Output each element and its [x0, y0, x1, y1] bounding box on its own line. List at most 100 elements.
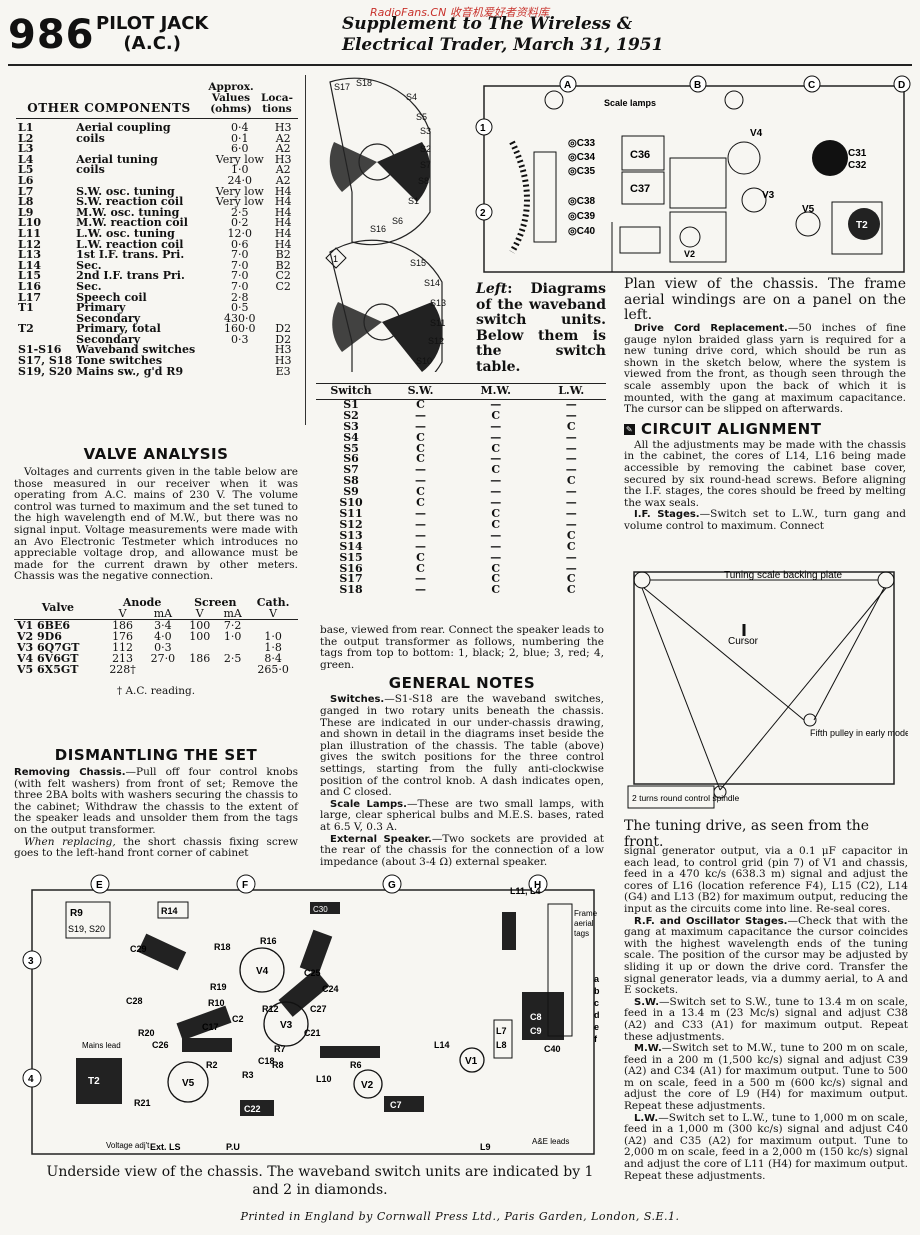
svg-text:R16: R16	[260, 936, 277, 946]
header-rule	[8, 64, 912, 66]
circuit-alignment-heading: CIRCUIT ALIGNMENT	[641, 419, 822, 438]
switch-state: —	[565, 485, 577, 499]
svg-text:b: b	[594, 986, 600, 996]
cursor-label: Cursor	[728, 636, 759, 647]
component-location: D2	[275, 322, 292, 336]
mw-label: M.W.	[634, 1043, 662, 1055]
switch-id: S11	[339, 506, 363, 520]
publication-line2: Electrical Trader, March 31, 1951	[342, 35, 664, 55]
svg-text:L7: L7	[496, 1026, 507, 1036]
rf-osc-text: —Check that with the gang at maximum cap…	[624, 914, 908, 997]
publication-line1: Supplement to The Wireless &	[342, 14, 633, 34]
valve-reading: 186	[189, 651, 211, 665]
component-ref: L1	[18, 121, 34, 134]
switch-state: C	[491, 561, 501, 575]
component-location: B2	[275, 258, 291, 272]
switch-state: C	[566, 572, 576, 586]
component-ref: S1-S16	[18, 343, 62, 357]
switch-state: —	[565, 506, 577, 520]
component-ref: L13	[18, 248, 42, 262]
valve-footnote: † A.C. reading.	[116, 684, 196, 697]
switch-state: —	[565, 550, 577, 564]
component-ref: L6	[18, 173, 34, 187]
component-value: 0·2	[231, 216, 249, 230]
component-location: A2	[275, 131, 291, 145]
svg-text:V5: V5	[182, 1078, 195, 1089]
switch-id: S3	[343, 419, 359, 433]
switch-state: C	[566, 528, 576, 542]
component-value: Very low	[215, 152, 264, 166]
switch-diagrams-caption: Left: Diagrams of the waveband switch un…	[476, 281, 606, 375]
mw-text: —Switch set to M.W., tune to 200 m on sc…	[624, 1042, 908, 1113]
component-ref: L11	[18, 226, 42, 240]
set-title-line1: PILOT JACK	[96, 13, 209, 34]
svg-text:R10: R10	[208, 998, 225, 1008]
svg-text:C31: C31	[848, 148, 867, 159]
component-name: Secondary	[76, 332, 141, 346]
middle-column-text: base, viewed from rear. Connect the spea…	[320, 624, 604, 868]
svg-text:3: 3	[28, 956, 34, 967]
svg-text:C7: C7	[390, 1100, 402, 1110]
svg-text:A: A	[564, 80, 571, 91]
valve-reading: 7·2	[223, 618, 242, 632]
right-column-top: Drive Cord Replacement.—50 inches of fin…	[624, 322, 906, 533]
switch-state: C	[491, 583, 501, 597]
component-location	[268, 293, 298, 304]
svg-text:L9: L9	[480, 1142, 491, 1152]
component-location: A2	[275, 173, 291, 187]
svg-text:C40: C40	[544, 1044, 561, 1054]
ext-speaker-label: External Speaker.	[330, 833, 432, 845]
svg-text:P.U: P.U	[226, 1142, 240, 1152]
component-ref: L15	[18, 269, 42, 283]
switch-state: —	[415, 572, 427, 586]
col-values: Approx. Values (ohms)	[208, 81, 254, 115]
svg-text:G: G	[388, 880, 396, 891]
plan-view-drawing: A B C D 1 2 Scale lamps ◎C33◎C34◎C35 ◎C3…	[475, 75, 911, 273]
switches-label: Switches.	[330, 694, 385, 706]
component-ref: S17, S18	[18, 354, 73, 368]
removing-chassis-text: —Pull off four control knobs (with felt …	[14, 766, 298, 836]
underside-chassis-outline	[31, 889, 595, 1155]
other-components: OTHER COMPONENTS Approx. Values (ohms) L…	[16, 82, 298, 377]
switch-state: —	[415, 583, 427, 597]
svg-text:L10: L10	[316, 1074, 332, 1084]
switch-state: —	[490, 419, 502, 433]
component-location	[268, 303, 298, 314]
component-name: S.W. reaction coil	[76, 195, 184, 209]
switch-state: —	[565, 441, 577, 455]
switch-state: C	[566, 583, 576, 597]
scale-lamps-label: Scale lamps	[604, 98, 656, 108]
valve-name: V1 6BE6	[17, 618, 71, 632]
component-location: H3	[274, 121, 292, 134]
valve-reading: 228†	[109, 662, 136, 676]
component-value: 0·1	[231, 131, 249, 145]
component-name: Tone switches	[76, 354, 163, 368]
switches-text: —S1-S18 are the waveband switches, gange…	[320, 693, 604, 799]
scale-lamps-label: Scale Lamps.	[330, 798, 407, 810]
component-name: Waveband switches	[76, 343, 196, 357]
svg-text:V5: V5	[802, 204, 815, 215]
switch-state: —	[565, 430, 577, 444]
switch-state: C	[416, 550, 425, 564]
switch-id: S12	[339, 517, 363, 531]
switch-row: S12—C—	[316, 517, 606, 531]
component-name: 2nd I.F. trans Pri.	[76, 269, 185, 283]
svg-text:S18: S18	[356, 78, 372, 88]
svg-text:◎C35: ◎C35	[568, 166, 596, 177]
svg-text:V2: V2	[361, 1080, 374, 1091]
switch-state: C	[491, 408, 501, 422]
component-location: H4	[274, 237, 292, 251]
switch-id: S18	[339, 583, 363, 597]
